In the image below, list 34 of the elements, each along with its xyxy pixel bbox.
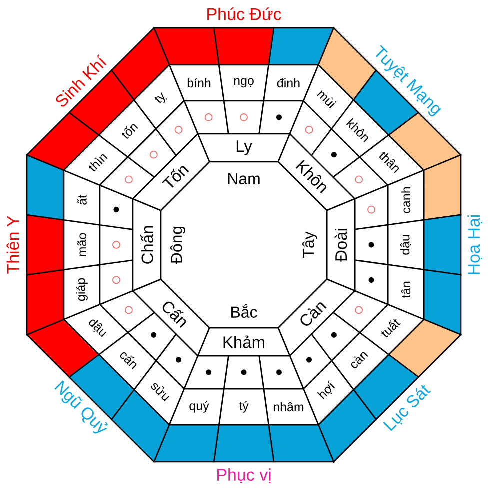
direction-label: Đông bbox=[170, 226, 186, 264]
side-label: Phục vị bbox=[218, 468, 271, 484]
direction-label: Nam bbox=[228, 173, 260, 185]
circle-icon bbox=[174, 126, 183, 134]
ring-segment bbox=[423, 154, 462, 221]
ring-segment bbox=[153, 27, 220, 66]
side-label: Phúc Đức bbox=[208, 8, 282, 20]
sector-cell bbox=[258, 100, 305, 135]
direction-label: Tây bbox=[302, 232, 318, 258]
circle-icon bbox=[355, 306, 363, 314]
ring-segment bbox=[268, 27, 335, 66]
circle-icon bbox=[204, 114, 213, 122]
ring-segment bbox=[423, 269, 462, 336]
circle-icon bbox=[125, 306, 133, 314]
side-label: Họa Hại bbox=[468, 215, 482, 274]
circle-icon bbox=[240, 114, 248, 122]
sector-cell bbox=[183, 355, 230, 390]
circle-icon bbox=[112, 276, 120, 284]
side-label: Thiên Y bbox=[6, 216, 20, 274]
circle-icon bbox=[355, 176, 363, 184]
ring-segment bbox=[213, 27, 275, 66]
ring-segment bbox=[26, 214, 65, 276]
circle-icon bbox=[125, 176, 133, 184]
sector-cell bbox=[99, 184, 134, 230]
direction-label: Bắc bbox=[232, 304, 258, 318]
ring-segment bbox=[26, 154, 65, 221]
sector-cell: quý bbox=[168, 388, 225, 426]
sector-cell bbox=[354, 260, 389, 306]
circle-icon bbox=[305, 126, 314, 134]
circle-icon bbox=[150, 150, 158, 159]
ring-segment bbox=[268, 424, 335, 463]
ring-segment bbox=[153, 424, 220, 463]
ring-segment bbox=[26, 269, 65, 336]
circle-icon bbox=[368, 206, 376, 214]
